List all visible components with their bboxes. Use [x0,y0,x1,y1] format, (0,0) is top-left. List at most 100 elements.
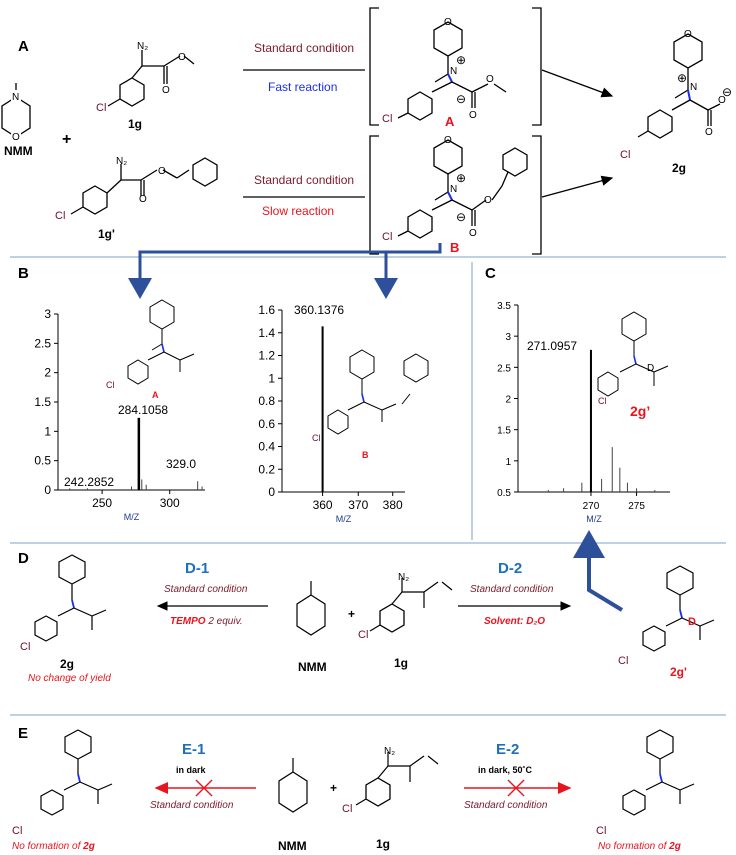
product-2g-label-d: 2g [60,657,74,671]
product-2g-label-a: 2g [672,161,686,175]
nmm-label-e: NMM [278,839,307,853]
plus-sign-e: + [330,781,337,795]
inset-b-label: B [362,450,369,460]
y-tick-label: 1 [268,371,275,385]
plus-sign-a: + [62,131,71,148]
svg-text:⊕: ⊕ [677,71,687,85]
y-tick-label: 0.2 [258,462,275,476]
svg-text:N₂: N₂ [116,156,127,167]
section-d-label: D [18,550,29,567]
x-tick-label: 370 [348,498,368,512]
section-e-label: E [18,725,28,742]
product-2g-prime-label-d: 2g' [670,665,687,679]
x-axis-label: M/Z [586,514,602,524]
y-tick-label: 0 [44,483,51,497]
svg-text:Cl: Cl [382,113,392,125]
svg-text:Cl: Cl [382,231,392,243]
y-tick-label: 1.5 [34,395,51,409]
d1-condition: Standard condition [164,584,248,595]
intermediate-a-structure [397,21,507,121]
x-tick-label: 380 [383,498,403,512]
svg-text:O: O [469,228,477,239]
x-axis-label: M/Z [336,514,352,524]
y-tick-label: 1 [505,457,511,468]
svg-text:Cl: Cl [342,803,352,815]
n2-label-1g: N₂ [137,41,148,52]
d1-additive: TEMPO 2 equiv. [170,616,243,627]
x-tick-label: 300 [160,496,180,510]
svg-text:Cl: Cl [55,210,65,222]
product-2g-structure-e-left [40,729,113,816]
e1-cross [195,779,213,797]
product-2g-structure-e-right [622,729,695,816]
svg-text:O: O [718,95,726,106]
y-tick-label: 1.2 [258,349,275,363]
svg-text:⊖: ⊖ [722,85,732,99]
section-b-label: B [18,265,29,282]
inset-a-label: A [152,390,159,400]
y-tick-label: 2.5 [497,363,511,374]
intermediate-b-label: B [450,240,459,255]
svg-text:⊕: ⊕ [456,171,466,185]
section-a-label: A [18,38,29,55]
svg-text:⊕: ⊕ [456,53,466,67]
compound-1g-structure [107,50,195,107]
e1-condition: in dark [176,765,207,775]
no-change-note: No change of yield [28,673,111,684]
compound-1g-prime-structure [70,157,218,215]
no-formation-right: No formation of 2g [598,841,681,852]
svg-text:Cl: Cl [312,433,321,443]
d2-condition: Standard condition [470,584,554,595]
nmm-structure-a: N O [1,83,31,143]
bottom-rate-label: Slow reaction [262,204,334,218]
x-tick-label: 250 [92,496,112,510]
inset-structure-b [327,349,429,435]
y-tick-label: 3 [44,307,51,321]
y-tick-label: 0.4 [258,440,275,454]
compound-1g-label-e: 1g [376,837,390,851]
peak-label-main: 360.1376 [294,303,344,317]
compound-1g-label-d: 1g [394,656,408,670]
svg-text:Cl: Cl [106,380,115,390]
bottom-condition: Standard condition [254,173,354,187]
nmm-structure-d [296,581,326,636]
y-tick-label: 0 [268,485,275,499]
e2-condition: in dark, 50˚C [478,765,533,775]
svg-text:N: N [450,66,457,77]
x-tick-label: 360 [313,498,333,512]
svg-text:O: O [162,85,170,96]
y-tick-label: 0.5 [497,488,511,499]
svg-text:O: O [12,132,20,143]
svg-text:Cl: Cl [358,629,368,641]
peak-label-left: 242.2852 [64,475,114,489]
compound-1g-structure-e [355,752,439,807]
y-tick-label: 1 [44,424,51,438]
svg-text:O: O [469,110,477,121]
svg-text:O: O [178,52,186,63]
svg-text:N: N [690,82,697,93]
nmm-label-d: NMM [298,660,327,674]
compound-1g-prime-label: 1g' [98,227,115,241]
bracket-b-right [532,135,542,255]
bracket-a-right [532,7,542,126]
arrow-b-to-2g [541,175,614,198]
y-tick-label: 0.6 [258,417,275,431]
step-d2-label: D-2 [498,560,522,577]
svg-text:⊖: ⊖ [456,92,466,106]
product-2g-prime-structure-d [642,565,715,652]
top-condition: Standard condition [254,41,354,55]
svg-text:O: O [139,194,147,205]
e1-standard-condition: Standard condition [150,800,234,811]
y-tick-label: 2 [505,395,511,406]
compound-1g-structure-d [369,578,453,633]
svg-text:N: N [12,92,19,103]
svg-text:O: O [444,17,452,28]
svg-text:Cl: Cl [598,396,607,406]
bracket-a-left [369,7,379,126]
no-formation-left: No formation of 2g [12,841,95,852]
arrow-a-to-2g [541,69,614,98]
svg-text:O: O [484,195,492,206]
product-2g-structure-a [637,33,721,139]
